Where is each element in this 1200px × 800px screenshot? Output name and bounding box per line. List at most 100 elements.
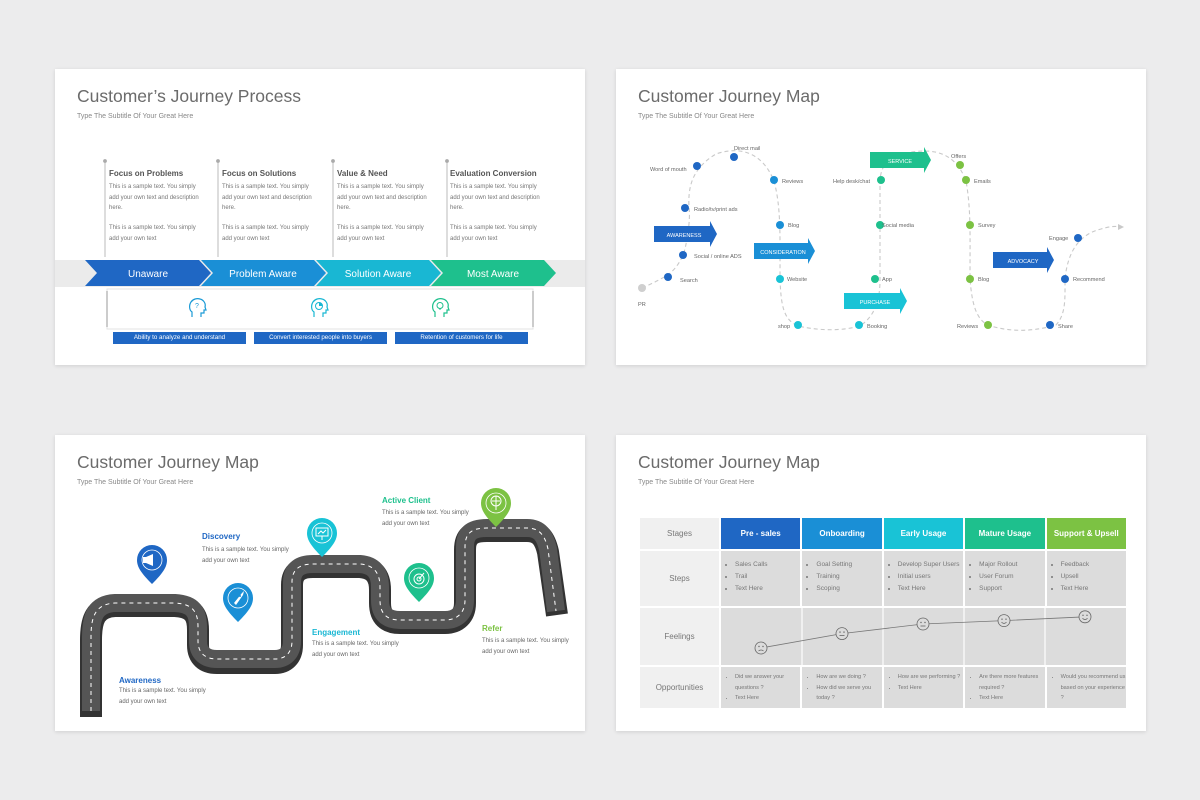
column-heading: Focus on Solutions	[222, 169, 297, 178]
road-illustration	[80, 488, 568, 717]
row-label: Steps	[640, 551, 719, 606]
svg-text:PR: PR	[638, 302, 646, 308]
column-heading: Value & Need	[337, 169, 388, 178]
column-text: This is a sample text. You simply add yo…	[450, 225, 537, 242]
stage-header: Early Usage	[883, 518, 964, 549]
banner-purchase: PURCHASE	[844, 288, 907, 314]
column-heading: Evaluation Conversion	[450, 169, 537, 178]
arrow-label: Unaware	[128, 269, 168, 280]
svg-text:Search: Search	[680, 278, 698, 284]
svg-text:Website: Website	[787, 277, 807, 283]
stage-text: This is a sample text. You simply add yo…	[382, 510, 469, 527]
happy-face-icon	[1078, 610, 1092, 624]
svg-text:Emails: Emails	[974, 179, 991, 185]
stage-label: Active Client	[382, 496, 431, 505]
column-text: This is a sample text. You simply add yo…	[222, 184, 312, 211]
slide-journey-map-flow: Customer Journey Map Type The Subtitle O…	[616, 69, 1146, 365]
slide-subtitle: Type The Subtitle Of Your Great Here	[77, 113, 194, 120]
svg-text:ADVOCACY: ADVOCACY	[1008, 259, 1039, 265]
arrow-label: Problem Aware	[229, 269, 297, 280]
svg-text:PURCHASE: PURCHASE	[860, 300, 891, 306]
slide-subtitle: Type The Subtitle Of Your Great Here	[638, 113, 755, 120]
pin-rocket	[223, 583, 253, 622]
svg-text:Social media: Social media	[882, 223, 915, 229]
svg-text:Offers: Offers	[951, 154, 966, 160]
head-question-icon: ?	[189, 298, 207, 317]
feelings-line-chart	[754, 608, 1092, 665]
slide-title: Customer Journey Map	[638, 86, 820, 106]
arrow-label: Solution Aware	[345, 269, 412, 280]
steps-cell: Major RolloutUser ForumSupport	[965, 551, 1045, 606]
svg-text:Booking: Booking	[867, 324, 887, 330]
stage-header: Pre - sales	[721, 518, 801, 549]
column-text: This is a sample text. You simply add yo…	[109, 225, 196, 242]
banner-consideration: CONSIDERATION	[754, 238, 815, 264]
pin-target	[404, 563, 434, 602]
slide-title: Customer’s Journey Process	[77, 86, 302, 106]
target-icon	[413, 572, 425, 585]
slide-title: Customer Journey Map	[77, 452, 259, 472]
stage-text: This is a sample text. You simply add yo…	[312, 641, 399, 658]
journey-flow-diagram: AWARENESS CONSIDERATION SERVICE PURCHASE…	[638, 146, 1124, 331]
head-chart-icon	[311, 298, 329, 317]
pin-presentation	[307, 518, 337, 557]
column-text: This is a sample text. You simply add yo…	[450, 184, 540, 211]
svg-text:Blog: Blog	[788, 223, 799, 229]
pin-brain	[481, 488, 511, 527]
arrow-problem-aware	[201, 260, 326, 286]
svg-text:Social / online ADS: Social / online ADS	[694, 254, 742, 260]
stage-label: Engagement	[312, 628, 361, 637]
steps-cell: Sales CallsTrailText Here	[721, 551, 801, 606]
pin-megaphone	[137, 545, 167, 584]
steps-cell: FeedbackUpsellText Here	[1046, 551, 1126, 606]
svg-text:Help desk/chat: Help desk/chat	[833, 179, 870, 185]
slide-subtitle: Type The Subtitle Of Your Great Here	[77, 479, 194, 486]
benefit-box: Retention of customers for life	[395, 332, 528, 344]
rocket-icon	[234, 591, 244, 605]
svg-text:CONSIDERATION: CONSIDERATION	[760, 250, 805, 256]
banner-awareness: AWARENESS	[654, 221, 717, 247]
svg-text:shop: shop	[778, 324, 790, 330]
stage-text: This is a sample text. You simply add yo…	[119, 688, 206, 705]
arrow-label: Most Aware	[467, 269, 519, 280]
svg-text:Direct mail: Direct mail	[734, 146, 760, 152]
svg-text:Share: Share	[1058, 324, 1073, 330]
opportunity-cell: Did we answer your questions ?Text Here	[721, 667, 801, 708]
megaphone-icon	[143, 554, 153, 566]
sad-face-icon	[754, 641, 768, 655]
slide-journey-map-table: Customer Journey Map Type The Subtitle O…	[616, 435, 1146, 731]
presentation-icon	[315, 527, 329, 540]
head-lightbulb-icon	[432, 298, 450, 317]
stage-header: Onboarding	[802, 518, 882, 549]
neutral-face-icon	[835, 627, 849, 641]
journey-table: Stages Pre - sales Onboarding Early Usag…	[638, 516, 1128, 710]
column-text: This is a sample text. You simply add yo…	[109, 184, 199, 211]
row-label: Feelings	[640, 608, 719, 665]
brain-icon	[490, 495, 502, 510]
neutral-face-icon	[916, 617, 930, 631]
arrow-unaware	[85, 260, 211, 286]
stage-label: Awareness	[119, 676, 162, 685]
opportunity-cell: How are we performing ?Text Here	[883, 667, 964, 708]
stage-text: This is a sample text. You simply add yo…	[482, 638, 569, 655]
stage-label: Discovery	[202, 532, 241, 541]
svg-text:App: App	[882, 277, 892, 283]
column-text: This is a sample text. You simply add yo…	[337, 184, 427, 211]
arrow-solution-aware	[316, 260, 441, 286]
journey-path	[641, 150, 1123, 331]
banner-advocacy: ADVOCACY	[993, 247, 1054, 273]
column-text: This is a sample text. You simply add yo…	[337, 225, 424, 242]
svg-text:SERVICE: SERVICE	[888, 159, 912, 165]
svg-text:Radio/tv/print ads: Radio/tv/print ads	[694, 207, 738, 213]
slide-journey-map-road: Customer Journey Map Type The Subtitle O…	[55, 435, 585, 731]
svg-text:AWARENESS: AWARENESS	[667, 233, 702, 239]
stage-header: Mature Usage	[965, 518, 1045, 549]
svg-text:Survey: Survey	[978, 223, 996, 229]
column-text: This is a sample text. You simply add yo…	[222, 225, 309, 242]
svg-text:Reviews: Reviews	[782, 179, 803, 185]
slide-subtitle: Type The Subtitle Of Your Great Here	[638, 479, 755, 486]
svg-text:Recommend: Recommend	[1073, 277, 1105, 283]
arrow-most-aware	[431, 260, 556, 286]
smile-face-icon	[997, 614, 1011, 628]
stage-header: Support & Upsell	[1046, 518, 1126, 549]
